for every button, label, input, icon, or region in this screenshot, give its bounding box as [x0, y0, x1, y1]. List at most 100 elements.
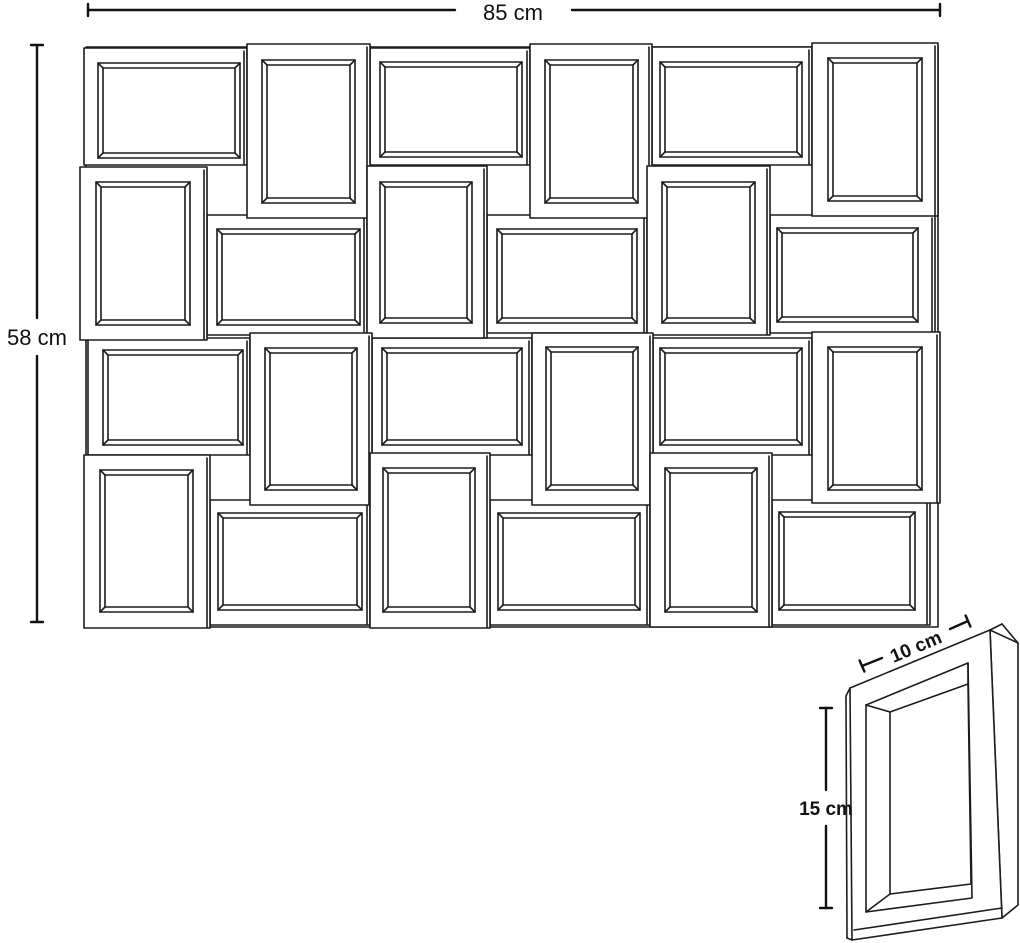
frame-height-label: 15 cm [799, 799, 853, 820]
landscape-photo-frame [651, 46, 813, 166]
frame-bevel-line [544, 197, 551, 204]
portrait-photo-frame [529, 43, 653, 219]
frame-bevel-line [659, 151, 666, 158]
frame-opening [217, 512, 363, 611]
frame-opening [261, 59, 356, 204]
frame-bevel-line [349, 59, 356, 66]
frame-inner-opening [832, 62, 918, 197]
frame-bevel-line [351, 484, 358, 491]
width-dimension: 85 cm [86, 0, 942, 25]
frame-inner-opening [832, 351, 918, 486]
frame-bevel-line [97, 152, 104, 159]
frame-bevel-line [664, 467, 671, 474]
frame-bevel-line [659, 61, 666, 68]
frame-bevel-line [497, 604, 504, 611]
frame-border [811, 331, 941, 504]
frame-bevel-line [749, 181, 756, 188]
frame-border [811, 42, 939, 217]
frame-bevel-line [466, 181, 473, 188]
frame-bevel-line [234, 62, 241, 69]
frame-bevel-line [916, 195, 923, 202]
frame-inner-opening [387, 472, 471, 608]
frame-inner-opening [222, 517, 358, 606]
frame-bevel-line [751, 606, 758, 613]
frame-bevel-line [909, 604, 916, 611]
portrait-photo-frame [366, 165, 488, 339]
frame-height-dimension: 15 cm [799, 706, 853, 910]
frame-inner-opening [104, 474, 189, 608]
frame-border [369, 47, 531, 166]
frame-bevel-line [379, 317, 386, 324]
frame-bevel-line [912, 316, 919, 323]
frame-bevel-line [632, 346, 639, 353]
frame-opening [216, 228, 361, 326]
frame-inner-opening [102, 67, 236, 154]
frame-width-line-left [860, 656, 884, 668]
frame-border [246, 43, 371, 219]
frame-opening [827, 57, 923, 202]
frame-opening [379, 181, 473, 324]
frame-opening [496, 228, 638, 324]
frame-bevel-line [99, 469, 106, 476]
frame-bevel-line [99, 606, 106, 613]
frame-opening [264, 347, 358, 491]
frame-edge-line [989, 623, 1003, 631]
frame-bevel-line [184, 319, 191, 326]
frame-bevel-line [632, 59, 639, 66]
frame-bevel-line [97, 62, 104, 69]
frame-inner-opening [669, 472, 753, 608]
frame-inner-opening [100, 186, 186, 321]
frame-bevel-line [659, 347, 666, 354]
frame-bevel-line [796, 439, 803, 446]
frame-bevel-line [466, 317, 473, 324]
frame-bevel-line [912, 227, 919, 234]
frame-bevel-line [496, 317, 503, 324]
frame-opening [776, 227, 919, 323]
frame-border [87, 337, 251, 456]
frame-bevel-line [516, 439, 523, 446]
frame-opening [99, 469, 194, 613]
frame-bevel-line [382, 606, 389, 613]
frame-bevel-line [497, 512, 504, 519]
frame-bevel-line [102, 439, 109, 446]
frame-border [649, 452, 773, 628]
frame-width-tick-right [964, 614, 972, 628]
frame-opening [382, 467, 476, 613]
frame-bevel-line [95, 319, 102, 326]
frame-opening [544, 59, 639, 204]
frame-inner-opening [107, 354, 239, 441]
frame-inner-opening [501, 233, 633, 319]
frame-border [531, 332, 654, 506]
frame-inner-opening [664, 66, 798, 153]
frame-edge-line [1001, 623, 1019, 644]
frame-bevel-line [776, 316, 783, 323]
frame-bevel-line [237, 349, 244, 356]
frame-bevel-line [516, 347, 523, 354]
frame-bevel-line [102, 349, 109, 356]
frame-edge-line [846, 937, 853, 941]
frame-opening [95, 181, 191, 326]
frame-inner-opening [666, 186, 751, 319]
frame-inner-opening [783, 516, 911, 606]
frame-opening [664, 467, 758, 613]
frame-bevel-line [827, 57, 834, 64]
frame-bevel-line [751, 467, 758, 474]
landscape-photo-frame [206, 214, 368, 336]
frame-bevel-line [356, 512, 363, 519]
frame-border [83, 47, 248, 166]
frame-bevel-line [469, 467, 476, 474]
frame-bevel-line [661, 181, 668, 188]
frame-bevel-line [634, 604, 641, 611]
frame-bevel-line [796, 61, 803, 68]
frame-bevel-line [379, 61, 386, 68]
frame-bevel-line [216, 319, 223, 326]
frame-bevel-line [865, 704, 891, 713]
frame-bevel-line [661, 317, 668, 324]
frame-inner-opening [549, 64, 634, 199]
frame-border [769, 214, 936, 334]
frame-bevel-line [631, 228, 638, 235]
frame-bevel-line [865, 893, 891, 913]
frame-opening [659, 347, 803, 446]
frame-bevel-line [469, 606, 476, 613]
